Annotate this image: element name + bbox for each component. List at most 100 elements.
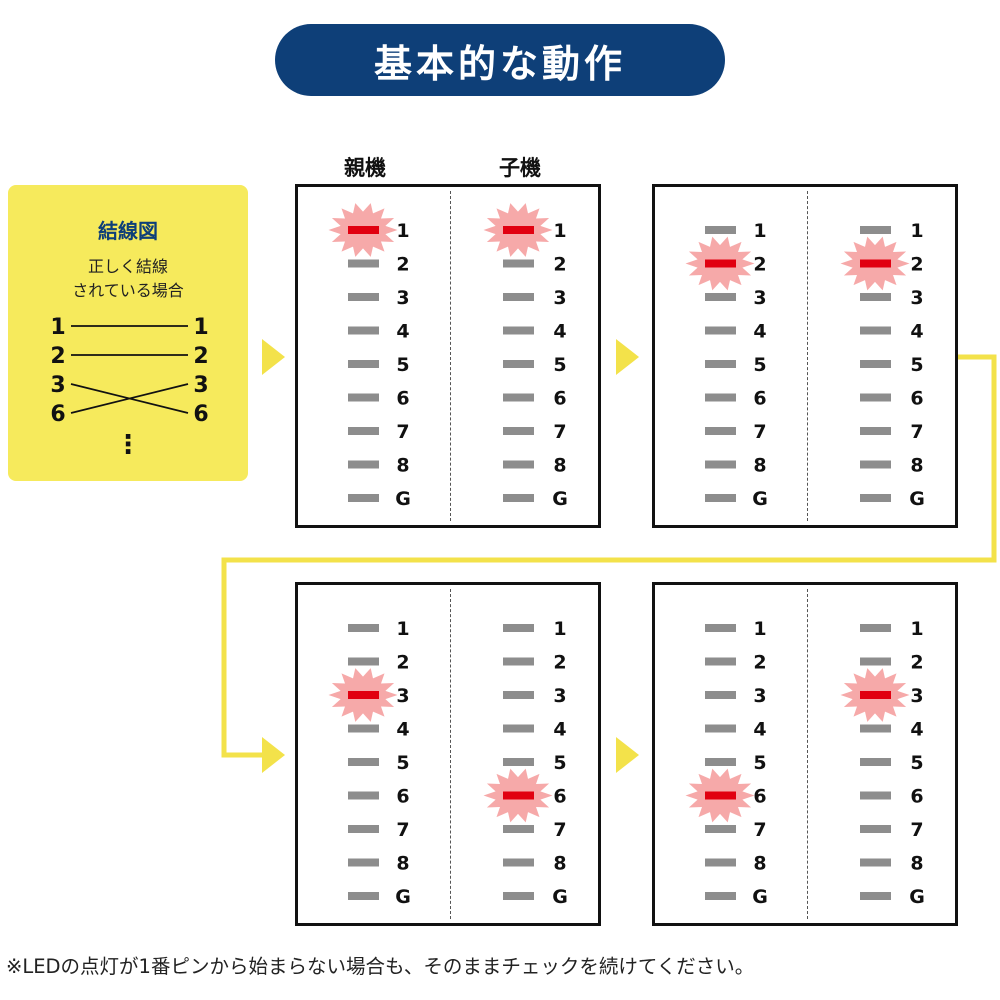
child-led-2 [860, 657, 891, 666]
child-pin-label-1: 1 [553, 618, 566, 640]
child-pin-label-5: 5 [553, 354, 566, 376]
parent-led-1 [348, 624, 379, 632]
parent-pin-label-6: 6 [753, 388, 766, 410]
parent-led-G [705, 892, 736, 900]
parent-pin-label-5: 5 [396, 354, 409, 376]
child-pin-label-4: 4 [910, 321, 923, 343]
parent-pin-label-4: 4 [396, 321, 409, 343]
child-led-3 [503, 691, 534, 699]
parent-pin-label-2: 2 [396, 652, 409, 674]
parent-led-7 [705, 427, 736, 435]
parent-led-4 [348, 326, 379, 335]
child-pin-label-3: 3 [553, 287, 566, 309]
child-led-4 [860, 724, 891, 733]
parent-led-4 [348, 724, 379, 733]
child-pin-label-4: 4 [553, 719, 566, 741]
child-pin-label-8: 8 [910, 455, 923, 477]
child-led-6 [503, 393, 534, 402]
parent-led-1 [705, 226, 736, 234]
child-led-1-lit [503, 226, 534, 234]
child-led-G [860, 494, 891, 502]
parent-unit-header: 親機 [344, 156, 386, 180]
parent-pin-label-8: 8 [396, 455, 409, 477]
legend-pin-right-3: 3 [193, 373, 208, 398]
parent-led-7 [348, 825, 379, 833]
parent-pin-label-1: 1 [396, 618, 409, 640]
parent-pin-label-6: 6 [396, 388, 409, 410]
parent-led-3 [705, 293, 736, 301]
panel-divider [450, 191, 451, 521]
child-pin-label-1: 1 [553, 220, 566, 242]
child-pin-label-6: 6 [910, 786, 923, 808]
child-led-5 [503, 360, 534, 368]
child-led-1 [860, 624, 891, 632]
parent-pin-label-6: 6 [753, 786, 766, 808]
arrow-into-step3 [262, 737, 285, 773]
child-led-G [503, 892, 534, 900]
child-led-7 [503, 427, 534, 435]
child-pin-label-5: 5 [553, 752, 566, 774]
parent-pin-label-1: 1 [753, 220, 766, 242]
parent-pin-label-1: 1 [753, 618, 766, 640]
child-pin-label-3: 3 [553, 685, 566, 707]
parent-pin-label-6: 6 [396, 786, 409, 808]
legend-description: 正しく結線 されている場合 [8, 255, 248, 303]
child-led-5 [860, 360, 891, 368]
parent-led-G [705, 494, 736, 502]
panel-divider [450, 589, 451, 919]
child-pin-label-3: 3 [910, 287, 923, 309]
parent-led-2-lit [705, 259, 736, 268]
child-unit-header: 子機 [499, 156, 541, 180]
child-pin-label-7: 7 [553, 421, 566, 443]
parent-pin-label-7: 7 [396, 421, 409, 443]
child-led-3 [860, 293, 891, 301]
child-led-8 [503, 858, 534, 867]
parent-led-7 [348, 427, 379, 435]
legend-pin-right-6: 6 [193, 402, 208, 427]
child-led-8 [503, 460, 534, 469]
child-pin-label-8: 8 [553, 455, 566, 477]
arrow-step1-to-step2 [616, 339, 639, 375]
title-banner: 基本的な動作 [275, 24, 725, 96]
parent-pin-label-5: 5 [396, 752, 409, 774]
child-pin-label-4: 4 [910, 719, 923, 741]
child-led-4 [503, 724, 534, 733]
parent-led-1 [705, 624, 736, 632]
parent-led-2 [705, 657, 736, 666]
parent-led-5 [348, 360, 379, 368]
child-led-2 [503, 259, 534, 268]
child-pin-label-7: 7 [910, 421, 923, 443]
child-led-2 [503, 657, 534, 666]
child-led-7 [860, 427, 891, 435]
child-led-6 [860, 393, 891, 402]
parent-pin-label-1: 1 [396, 220, 409, 242]
parent-pin-label-G: G [752, 488, 768, 510]
parent-pin-label-G: G [752, 886, 768, 908]
child-led-7 [860, 825, 891, 833]
child-led-5 [503, 758, 534, 766]
footnote: ※LEDの点灯が1番ピンから始まらない場合も、そのままチェックを続けてください。 [6, 955, 755, 978]
child-pin-label-G: G [909, 488, 925, 510]
parent-led-5 [705, 758, 736, 766]
parent-led-6 [348, 791, 379, 800]
child-pin-label-G: G [552, 886, 568, 908]
parent-pin-label-8: 8 [753, 455, 766, 477]
parent-pin-label-4: 4 [396, 719, 409, 741]
child-pin-label-8: 8 [910, 853, 923, 875]
child-led-G [860, 892, 891, 900]
legend-title: 結線図 [98, 219, 158, 243]
parent-led-8 [348, 858, 379, 867]
arrow-legend-to-step1 [262, 339, 285, 375]
child-pin-label-5: 5 [910, 354, 923, 376]
parent-led-2 [348, 259, 379, 268]
parent-led-4 [705, 724, 736, 733]
legend-pin-left-3: 3 [50, 373, 65, 398]
child-led-5 [860, 758, 891, 766]
legend-pin-right-1: 1 [193, 315, 208, 340]
child-pin-label-3: 3 [910, 685, 923, 707]
parent-led-G [348, 494, 379, 502]
